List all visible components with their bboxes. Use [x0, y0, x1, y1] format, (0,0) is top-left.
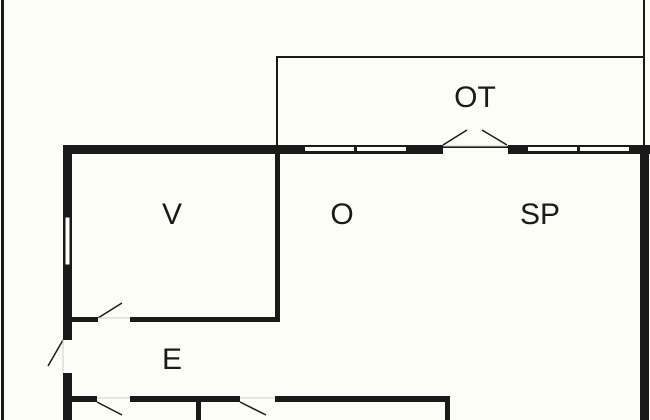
left-wall [63, 145, 72, 420]
window [528, 147, 577, 151]
window [357, 147, 406, 151]
room-label-v: V [162, 198, 182, 231]
window [305, 147, 354, 151]
bedroom-walls [72, 148, 280, 322]
entrance-door [47, 339, 64, 373]
bottom-walls [72, 396, 450, 420]
outer-boundary-right [643, 0, 645, 58]
room-label-o: O [330, 198, 353, 231]
outer-boundary-left [1, 0, 4, 420]
bedroom-door [97, 302, 130, 319]
bottom-doors [96, 397, 275, 416]
terrace-door [442, 129, 508, 147]
terrace-outline [276, 56, 645, 148]
top-wall [63, 145, 650, 154]
window [580, 147, 629, 151]
top-windows [305, 147, 629, 151]
left-window [64, 216, 71, 266]
room-label-sp: SP [520, 198, 560, 231]
room-label-e: E [162, 343, 182, 376]
right-wall [640, 145, 649, 420]
room-label-ot: OT [454, 81, 496, 114]
